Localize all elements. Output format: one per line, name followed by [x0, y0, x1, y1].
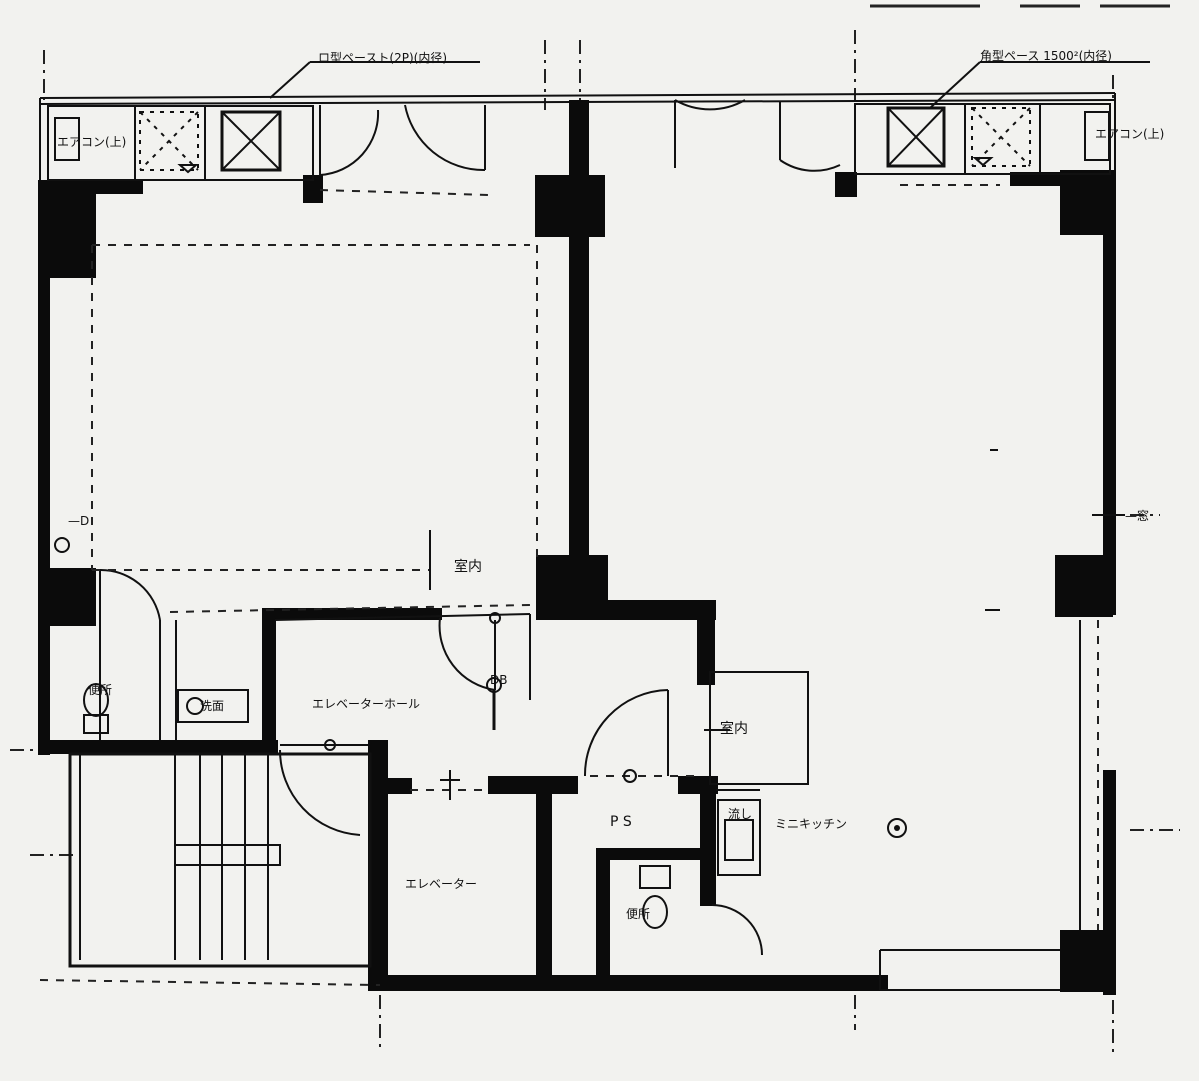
room-right-label: 室内 — [720, 721, 748, 737]
elevator-hall-label: エレベーターホール — [312, 697, 421, 711]
ac-right-label: エアコン(上) — [1095, 127, 1165, 141]
mark-top-left: —D — [68, 514, 90, 528]
fixtures — [54, 537, 907, 929]
ac-left-label: エアコン(上) — [57, 135, 127, 149]
toilet-right-label: 便所 — [626, 907, 651, 921]
sink-label: 流し — [728, 807, 753, 821]
db-label: DB — [490, 673, 508, 687]
mark-right-mid: —窓 — [1125, 509, 1150, 523]
partitions — [47, 103, 1111, 991]
mini-kitchen-label: ミニキッチン — [775, 817, 848, 831]
doors — [99, 99, 841, 956]
note-top-right: 角型ペース 1500²(内径) — [980, 49, 1112, 63]
walls — [38, 100, 1116, 995]
room-left-label: 室内 — [454, 559, 482, 575]
elevator-label: エレベーター — [405, 877, 478, 891]
wash-label: 洗面 — [200, 699, 225, 713]
note-top-left: ロ型ペースト(2P)(内径) — [318, 51, 447, 65]
ps-label: P S — [610, 814, 632, 830]
duct-boxes — [54, 106, 1110, 172]
stairs — [68, 752, 372, 968]
toilet-left-label: 便所 — [88, 683, 113, 697]
marks — [177, 61, 1150, 800]
dashed-lines — [39, 184, 1099, 986]
axis-lines — [10, 30, 1180, 1055]
